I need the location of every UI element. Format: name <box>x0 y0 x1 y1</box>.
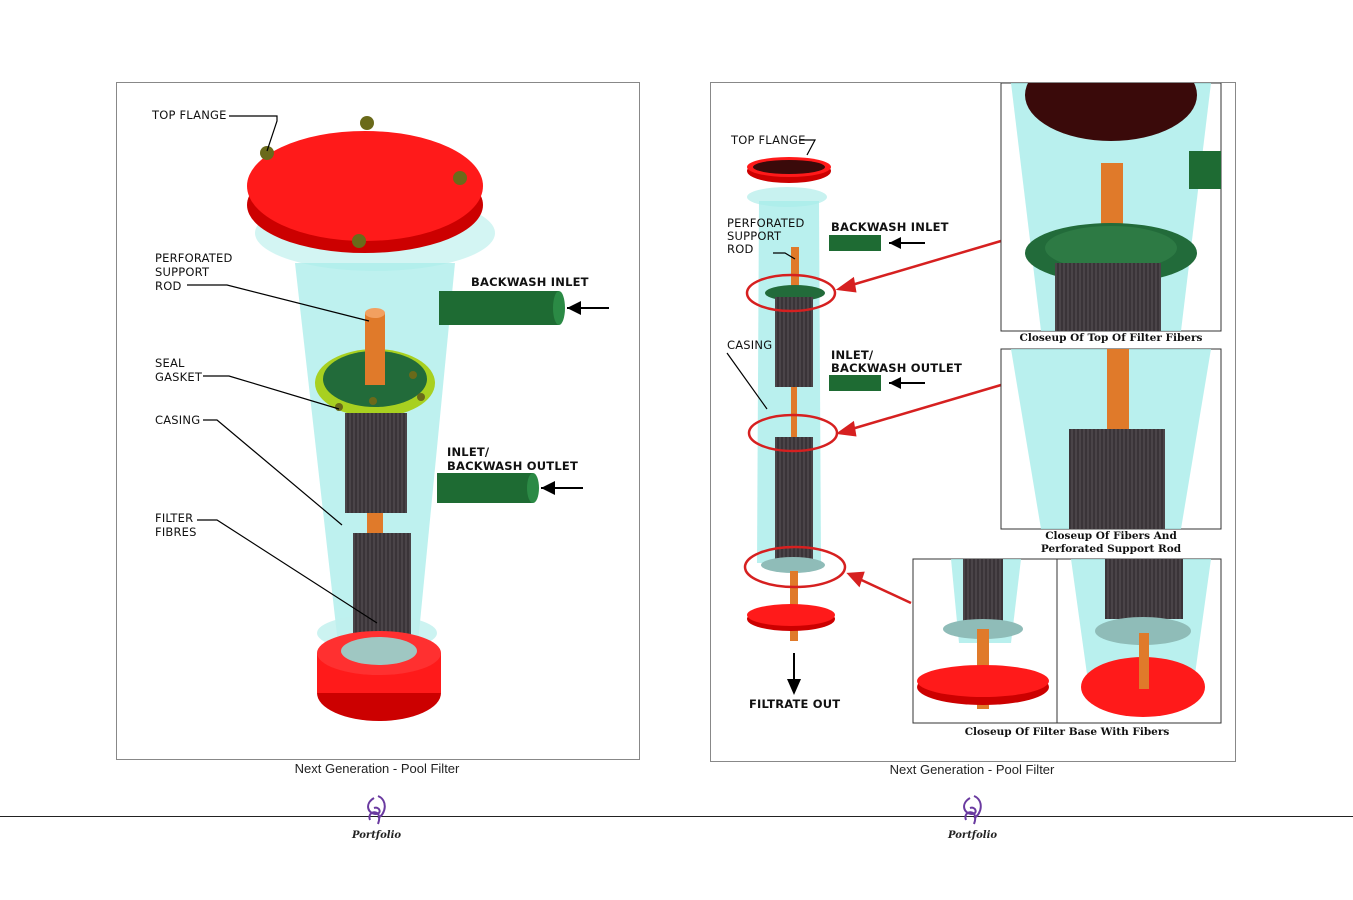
label-support: SUPPORT <box>155 265 210 279</box>
exploded-assembly <box>747 157 835 695</box>
closeup-top-caption: Closeup Of Top Of Filter Fibers <box>1020 332 1203 344</box>
top-flange <box>247 116 483 253</box>
logo-text-right: Portfolio <box>948 830 998 841</box>
inlet-outlet-pipe <box>437 473 583 503</box>
r-label-casing: CASING <box>727 338 772 352</box>
closeup-top <box>1000 83 1222 332</box>
r-label-support: SUPPORT <box>727 229 782 243</box>
left-caption: Next Generation - Pool Filter <box>294 761 460 776</box>
leader-lines <box>187 115 378 624</box>
inlet-outlet-pipe-right <box>829 375 925 391</box>
right-filter-diagram: Closeup Of Top Of Filter Fibers Closeup … <box>726 83 1222 738</box>
right-leader-lines <box>726 139 816 410</box>
logo-text-left: Portfolio <box>352 830 402 841</box>
r-label-filtrate-out: FILTRATE OUT <box>749 697 840 711</box>
label-seal: SEAL <box>155 356 185 370</box>
r-label-top-flange: TOP FLANGE <box>730 133 806 147</box>
right-diagram-panel: Closeup Of Top Of Filter Fibers Closeup … <box>710 82 1236 762</box>
left-filter-diagram: TOP FLANGE PERFORATED SUPPORT ROD SEAL G… <box>151 108 609 721</box>
portfolio-logo-right: Portfolio <box>944 790 1004 841</box>
closeup-middle <box>1000 348 1222 530</box>
footer-rule-right <box>642 816 1353 817</box>
label-gasket: GASKET <box>155 370 203 384</box>
label-rod: ROD <box>155 279 182 293</box>
label-backwash-inlet: BACKWASH INLET <box>471 275 589 289</box>
portfolio-logo-left: Portfolio <box>348 790 408 841</box>
closeup-middle-caption-2: Perforated Support Rod <box>1041 543 1182 555</box>
bottom-flange <box>317 631 441 721</box>
r-label-rod: ROD <box>727 242 754 256</box>
r-label-backwash-outlet: BACKWASH OUTLET <box>831 361 962 375</box>
closeup-middle-caption-1: Closeup Of Fibers And <box>1045 530 1177 542</box>
r-label-perforated: PERFORATED <box>727 216 805 230</box>
r-label-backwash-inlet: BACKWASH INLET <box>831 220 949 234</box>
pointer-arrows <box>835 239 1002 605</box>
label-top-flange: TOP FLANGE <box>151 108 227 122</box>
backwash-inlet-pipe <box>439 291 609 325</box>
r-label-inlet: INLET/ <box>831 348 874 362</box>
label-backwash-outlet: BACKWASH OUTLET <box>447 459 578 473</box>
label-inlet: INLET/ <box>447 445 490 459</box>
label-filter: FILTER <box>155 511 193 525</box>
closeup-base <box>912 558 1222 724</box>
upper-filter-fibers <box>345 413 407 513</box>
right-caption: Next Generation - Pool Filter <box>889 762 1055 777</box>
left-diagram-panel: TOP FLANGE PERFORATED SUPPORT ROD SEAL G… <box>116 82 640 760</box>
label-perforated: PERFORATED <box>155 251 233 265</box>
backwash-inlet-pipe-right <box>829 235 925 251</box>
footer-rule-left <box>0 816 642 817</box>
label-fibres: FIBRES <box>155 525 197 539</box>
label-casing: CASING <box>155 413 200 427</box>
closeup-base-caption: Closeup Of Filter Base With Fibers <box>965 726 1170 738</box>
highlight-circles <box>743 273 847 589</box>
